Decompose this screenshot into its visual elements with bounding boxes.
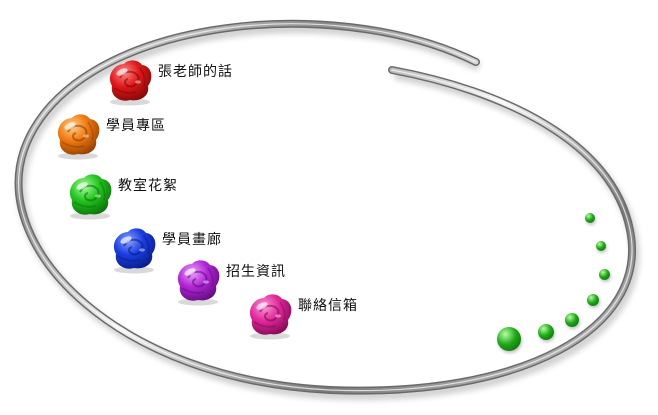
- orange-rose-icon: [57, 114, 100, 160]
- menu-item-students[interactable]: 學員專區: [50, 110, 166, 160]
- menu-item-label: 張老師的話: [158, 64, 233, 80]
- purple-rose-icon: [177, 260, 220, 306]
- menu-item-teacher[interactable]: 張老師的話: [102, 56, 233, 106]
- menu-item-gallery[interactable]: 學員畫廊: [106, 224, 222, 274]
- green-dot: [587, 294, 599, 306]
- red-rose-icon: [109, 60, 152, 106]
- green-dot: [596, 241, 606, 251]
- pink-rose-icon: [249, 294, 292, 340]
- menu-item-flowers[interactable]: 教室花絮: [62, 170, 178, 220]
- menu-item-contact[interactable]: 聯絡信箱: [242, 290, 358, 340]
- green-dot: [565, 313, 579, 327]
- green-dot: [497, 327, 521, 351]
- menu-item-label: 學員專區: [106, 118, 166, 134]
- green-dot: [585, 213, 595, 223]
- menu-item-label: 教室花絮: [118, 178, 178, 194]
- menu-item-label: 學員畫廊: [162, 232, 222, 248]
- menu-item-label: 聯絡信箱: [298, 298, 358, 314]
- green-dot: [538, 324, 554, 340]
- green-rose-icon: [69, 174, 112, 220]
- menu-item-admission[interactable]: 招生資訊: [170, 256, 286, 306]
- green-dot: [598, 268, 610, 280]
- menu-item-label: 招生資訊: [226, 264, 286, 280]
- blue-rose-icon: [113, 228, 156, 274]
